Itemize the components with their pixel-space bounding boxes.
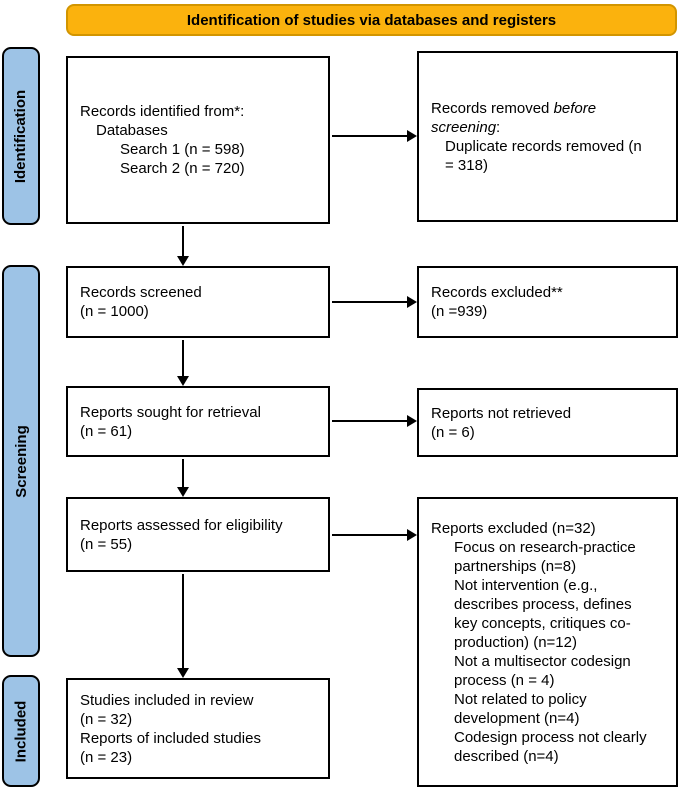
- records-removed-italic-2: screening: [431, 118, 497, 136]
- records-removed-box: Records removed before screening: Duplic…: [417, 51, 678, 222]
- box-line: Reports not retrieved: [431, 404, 572, 422]
- arrow-down-sought-to-assessed: [177, 459, 189, 497]
- records-removed-prefix: Records removed: [431, 99, 554, 117]
- records-removed-suffix: :: [496, 118, 501, 136]
- arrow-down-assessed-to-included: [177, 574, 189, 678]
- box-line: Codesign process not clearly: [454, 728, 647, 746]
- box-line: Not related to policy: [454, 690, 587, 708]
- box-line: (n =939): [431, 303, 488, 320]
- reports-sought-box: Reports sought for retrieval (n = 61): [66, 386, 330, 457]
- arrow-right-identified-to-removed: [332, 130, 417, 142]
- reports-not-retrieved-box: Reports not retrieved (n = 6): [417, 388, 678, 457]
- box-line: development (n=4): [454, 709, 580, 727]
- box-line: Reports excluded (n=32): [431, 519, 596, 537]
- box-line: Databases: [96, 122, 168, 139]
- arrow-down-identified-to-screened: [177, 226, 189, 266]
- box-line: (n = 23): [80, 748, 133, 766]
- stage-label-included: Included: [2, 675, 40, 787]
- box-line: (n = 32): [80, 710, 133, 728]
- box-line: Studies included in review: [80, 691, 254, 709]
- arrow-right-screened-to-excluded: [332, 296, 417, 308]
- box-line: Search 1 (n = 598): [120, 141, 245, 158]
- box-line: describes process, defines: [454, 595, 632, 613]
- box-line: Reports assessed for eligibility: [80, 516, 283, 534]
- box-line: Records removed before: [431, 99, 668, 118]
- studies-included-box: Studies included in review (n = 32) Repo…: [66, 678, 330, 779]
- box-line: Not intervention (e.g.,: [454, 576, 598, 594]
- stage-label-screening-text: Screening: [12, 424, 30, 498]
- reports-assessed-box: Reports assessed for eligibility (n = 55…: [66, 497, 330, 572]
- banner-label: Identification of studies via databases …: [186, 11, 557, 29]
- box-line: Reports of included studies: [80, 729, 261, 747]
- records-excluded-box: Records excluded** (n =939): [417, 266, 678, 338]
- box-line: Reports sought for retrieval: [80, 403, 261, 421]
- box-line: Duplicate records removed (n: [445, 137, 642, 155]
- arrow-right-assessed-to-excluded: [332, 529, 417, 541]
- box-line: Focus on research-practice: [454, 538, 636, 556]
- box-line: Search 2 (n = 720): [120, 160, 245, 177]
- stage-label-identification: Identification: [2, 47, 40, 225]
- box-line: (n = 1000): [80, 303, 149, 320]
- arrow-down-screened-to-sought: [177, 340, 189, 386]
- records-removed-italic-1: before: [553, 99, 597, 117]
- box-line: (n = 6): [431, 423, 475, 441]
- box-line: described (n=4): [454, 747, 559, 765]
- box-line: partnerships (n=8): [454, 557, 577, 575]
- stage-label-identification-text: Identification: [12, 89, 30, 183]
- box-line: production) (n=12): [454, 633, 577, 651]
- box-line: screening:: [431, 118, 668, 137]
- banner: Identification of studies via databases …: [66, 4, 677, 36]
- box-line: key concepts, critiques co-: [454, 614, 631, 632]
- stage-label-included-text: Included: [12, 700, 30, 762]
- records-identified-box: Records identified from*: Databases Sear…: [66, 56, 330, 224]
- box-line: (n = 55): [80, 535, 133, 553]
- records-screened-box: Records screened (n = 1000): [66, 266, 330, 338]
- box-line: = 318): [445, 156, 488, 174]
- box-line: (n = 61): [80, 422, 133, 440]
- box-line: Not a multisector codesign: [454, 652, 631, 670]
- reports-excluded-box: Reports excluded (n=32) Focus on researc…: [417, 497, 678, 787]
- box-line: process (n = 4): [454, 671, 555, 689]
- box-line: Records screened: [80, 284, 202, 301]
- stage-label-screening: Screening: [2, 265, 40, 657]
- box-line: Records excluded**: [431, 284, 563, 301]
- box-line: Records identified from*:: [80, 103, 245, 120]
- arrow-right-sought-to-not-retrieved: [332, 415, 417, 427]
